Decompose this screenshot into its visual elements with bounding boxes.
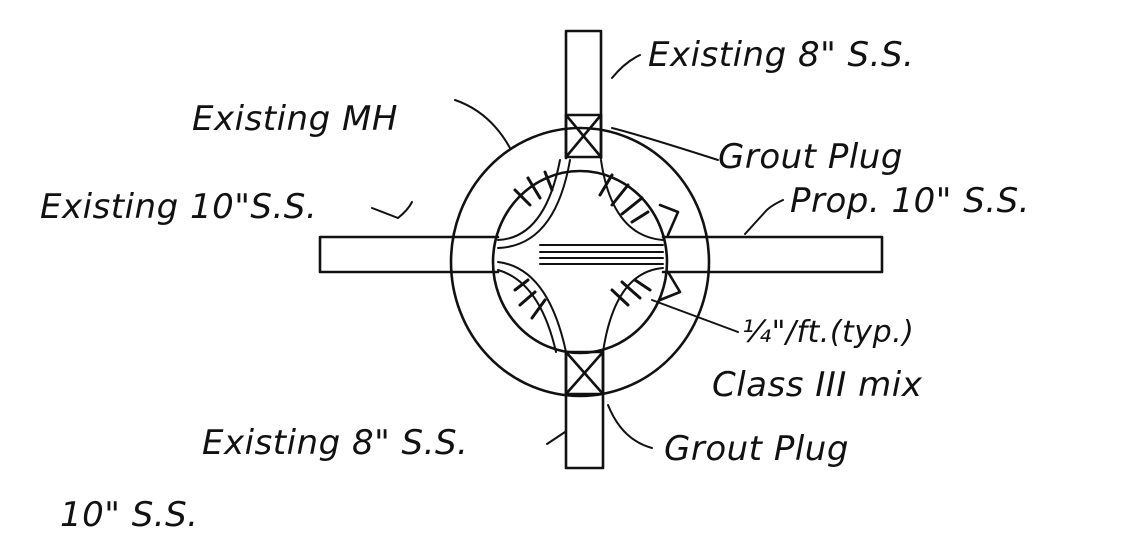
label-grout-plug-top: Grout Plug <box>718 137 903 177</box>
pipe-existing-8-bottom <box>564 350 605 470</box>
label-grout-plug-bottom: Grout Plug <box>664 429 849 469</box>
label-existing-10-ss: Existing 10"S.S. <box>40 187 318 227</box>
flow-channel-lines <box>497 159 664 353</box>
label-existing-8-ss-top: Existing 8" S.S. <box>648 35 915 75</box>
label-slope-note: ¼"/ft.(typ.) <box>742 315 915 350</box>
label-class-iii-mix: Class III mix <box>712 365 923 405</box>
leader-lines <box>371 54 784 449</box>
pipe-existing-8-top <box>564 29 603 160</box>
grout-plug-top <box>564 113 603 159</box>
bench-slope-hatching <box>513 170 652 320</box>
manhole-plan-sketch <box>318 29 884 470</box>
manhole-outer-ring <box>449 126 711 398</box>
label-prop-10-ss: Prop. 10" S.S. <box>790 181 1030 221</box>
label-cut-off-fragment: 10" S.S. <box>60 495 199 535</box>
label-existing-8-ss-bottom: Existing 8" S.S. <box>202 423 469 463</box>
pipe-existing-10-west <box>318 235 500 274</box>
grout-plug-bottom <box>564 350 605 396</box>
bench-wedge-marks <box>658 203 682 302</box>
pipe-proposed-10-east <box>661 235 884 274</box>
label-existing-mh: Existing MH <box>192 99 398 139</box>
